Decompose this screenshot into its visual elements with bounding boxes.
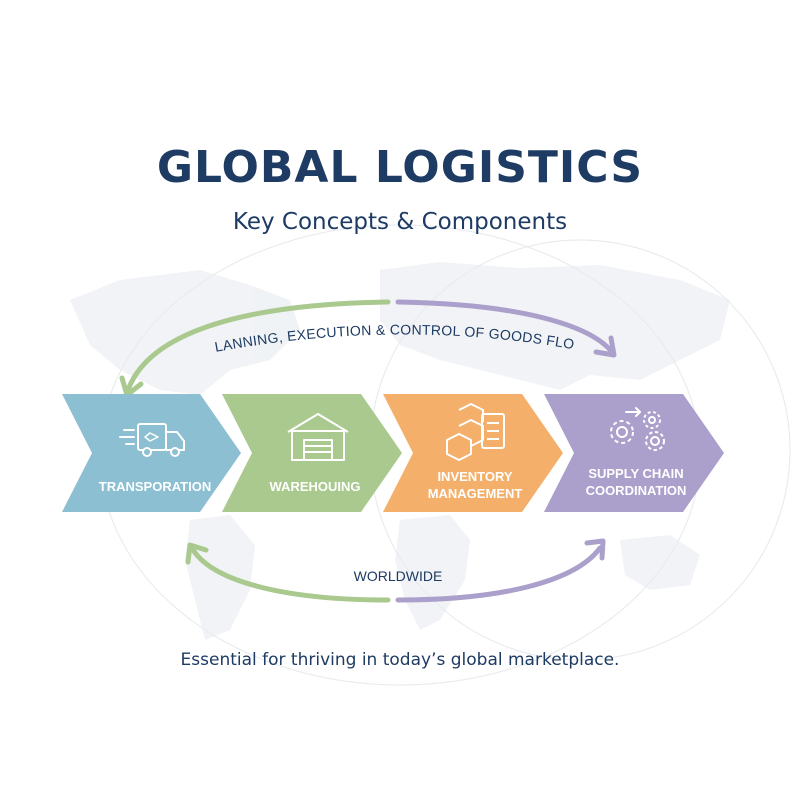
- stage-transportation: TRANSPORATION: [62, 394, 241, 512]
- stage-warehousing: WAREHOUING: [222, 394, 402, 512]
- stage-supply-chain-coordination: SUPPLY CHAIN COORDINATION: [544, 394, 724, 512]
- truck-icon: [119, 423, 185, 457]
- gears-icon: [610, 407, 665, 451]
- stage-inventory-management: INVENTORY MANAGEMENT: [383, 394, 563, 512]
- footer-text: Essential for thriving in today’s global…: [180, 650, 620, 670]
- bottom-flow-label: WORLDWIDE: [354, 568, 443, 584]
- page-subtitle: Key Concepts & Components: [232, 209, 568, 235]
- bottom-flow-arrow: [185, 538, 606, 603]
- stage-label-inventory-line-2: MANAGEMENT: [428, 486, 523, 501]
- warehouse-icon: [287, 413, 349, 461]
- stage-label-inventory-line-1: INVENTORY: [437, 469, 512, 484]
- stage-label-supply-line-2: COORDINATION: [586, 483, 687, 498]
- stage-label-transportation: TRANSPORATION: [99, 479, 211, 494]
- page-title: GLOBAL LOGISTICS: [156, 142, 644, 193]
- stage-label-warehousing: WAREHOUING: [270, 479, 361, 494]
- inventory-icon: [446, 403, 505, 461]
- stage-label-supply-line-1: SUPPLY CHAIN: [588, 466, 683, 481]
- world-map-background: [70, 262, 730, 640]
